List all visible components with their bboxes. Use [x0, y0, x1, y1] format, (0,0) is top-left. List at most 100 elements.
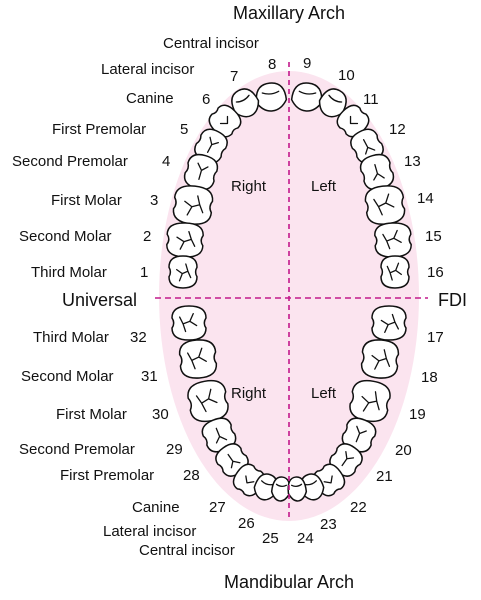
tooth-fissure [195, 388, 218, 413]
tooth-fissure [386, 262, 402, 281]
lower-right-tooth-number: 30 [152, 406, 169, 423]
tooth-fissure [290, 483, 303, 488]
upper-right-tooth-number: 3 [150, 192, 158, 209]
upper-left-tooth-number: 14 [417, 190, 434, 207]
tooth-fissure [349, 115, 359, 125]
upper-tooth-name: Second Molar [19, 228, 112, 245]
tooth-fissure [245, 475, 255, 484]
upper-left-tooth-number: 12 [389, 121, 406, 138]
tooth-crown [349, 379, 391, 423]
lower-left-tooth-number: 18 [421, 369, 438, 386]
lower-right-tooth-number: 29 [166, 441, 183, 458]
upper-tooth-name: Central incisor [163, 35, 259, 52]
lower-left-tooth-number: 21 [376, 468, 393, 485]
lower-tooth-name: Second Molar [21, 368, 114, 385]
universal-label: Universal [62, 290, 137, 310]
tooth-crown [360, 339, 400, 379]
lower-right-quadrant-label: Right [231, 385, 267, 402]
tooth-fissure [355, 425, 367, 443]
lower-left-tooth-number: 17 [427, 329, 444, 346]
tooth-fissure [382, 229, 402, 250]
tooth-fissure [176, 263, 192, 282]
tooth-fissure [197, 162, 209, 181]
upper-left-tooth [374, 222, 412, 258]
tooth-fissure [371, 349, 391, 370]
tooth-fissure [176, 230, 196, 250]
lower-left-tooth [287, 476, 308, 502]
tooth-crown [374, 222, 412, 258]
upper-left-tooth [380, 255, 410, 289]
upper-left-tooth [364, 185, 406, 225]
upper-right-tooth-number: 8 [268, 56, 276, 73]
upper-tooth-name: Second Premolar [12, 153, 128, 170]
upper-right-tooth-number: 5 [180, 121, 188, 138]
upper-right-tooth-number: 7 [230, 68, 238, 85]
lower-left-tooth [341, 417, 377, 453]
lower-tooth-name: First Molar [56, 406, 127, 423]
lower-left-tooth [360, 339, 400, 379]
tooth-crown [364, 185, 406, 225]
tooth-fissure [261, 480, 274, 486]
upper-left-tooth-number: 16 [427, 264, 444, 281]
fdi-label: FDI [438, 290, 467, 310]
tooth-crown [287, 476, 308, 502]
lower-right-tooth [178, 339, 218, 379]
upper-right-tooth [183, 153, 219, 191]
upper-left-tooth-number: 9 [303, 55, 311, 72]
upper-tooth-name: First Molar [51, 192, 122, 209]
upper-right-tooth [208, 104, 242, 138]
upper-right-quadrant-label: Right [231, 178, 267, 195]
lower-right-tooth-number: 32 [130, 329, 147, 346]
tooth-fissure [219, 115, 229, 125]
upper-left-tooth [359, 153, 395, 191]
tooth-fissure [227, 453, 241, 469]
tooth-crown [371, 305, 407, 341]
tooth-fissure [215, 427, 228, 444]
lower-right-tooth-number: 25 [262, 530, 279, 547]
tooth-fissure [362, 138, 376, 155]
upper-right-tooth-number: 6 [202, 91, 210, 108]
maxillary-arch-title: Maxillary Arch [233, 3, 345, 23]
lower-right-tooth-number: 31 [141, 368, 158, 385]
tooth-fissure [298, 90, 317, 95]
upper-left-tooth-number: 11 [363, 91, 379, 108]
upper-tooth-name: First Premolar [52, 121, 146, 138]
lower-left-tooth-number: 22 [350, 499, 367, 516]
tooth-fissure [187, 347, 207, 370]
tooth-crown [172, 185, 214, 225]
upper-left-tooth-number: 10 [338, 67, 355, 84]
upper-tooth-name: Lateral incisor [101, 61, 194, 78]
lower-left-tooth-number: 19 [409, 406, 426, 423]
upper-right-tooth [172, 185, 214, 225]
lower-right-tooth-number: 28 [183, 467, 200, 484]
tooth-crown [208, 104, 242, 138]
upper-right-tooth [168, 255, 198, 289]
tooth-fissure [380, 313, 399, 333]
tooth-fissure [373, 163, 385, 181]
upper-left-tooth-number: 13 [404, 153, 421, 170]
tooth-crown [255, 82, 288, 112]
upper-tooth-name: Third Molar [31, 264, 107, 281]
tooth-fissure [184, 195, 204, 216]
upper-right-tooth [231, 88, 260, 118]
tooth-fissure [304, 480, 317, 486]
lower-right-tooth-number: 27 [209, 499, 226, 516]
tooth-fissure [328, 94, 343, 103]
lower-tooth-name: First Premolar [60, 467, 154, 484]
upper-tooth-name: Canine [126, 90, 174, 107]
upper-right-tooth [166, 222, 204, 258]
upper-left-tooth-number: 15 [425, 228, 442, 245]
tooth-crown [178, 339, 218, 379]
upper-right-tooth [255, 82, 288, 112]
lower-left-tooth [349, 379, 391, 423]
lower-tooth-name: Lateral incisor [103, 523, 196, 540]
upper-right-tooth-number: 1 [140, 264, 148, 281]
lower-left-quadrant-label: Left [311, 385, 337, 402]
upper-right-tooth-number: 2 [143, 228, 151, 245]
mandibular-arch-title: Mandibular Arch [224, 572, 354, 592]
lower-left-tooth-number: 24 [297, 530, 314, 547]
tooth-fissure [275, 483, 288, 488]
tooth-fissure [373, 193, 395, 216]
